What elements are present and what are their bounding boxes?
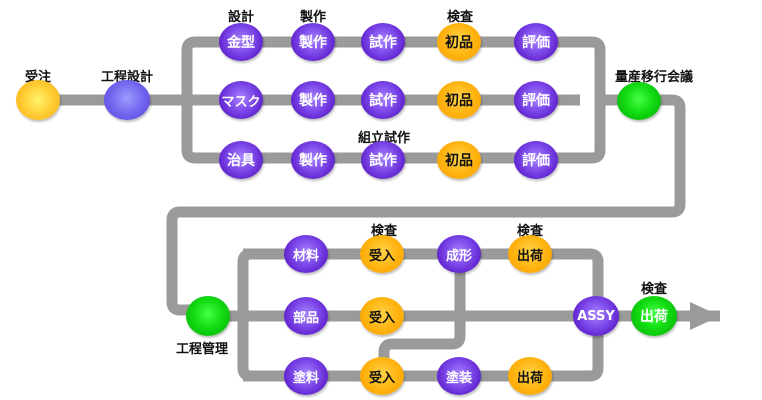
caption-design: 設計 (227, 10, 255, 25)
process-design-node[interactable] (104, 80, 150, 120)
process-management-label: 工程管理 (175, 342, 229, 357)
jig-node[interactable]: 治具 (219, 141, 263, 179)
process-design-label: 工程設計 (100, 70, 154, 85)
mask-first-article-node[interactable]: 初品 (437, 81, 481, 119)
parts-receiving-node[interactable]: 受入 (360, 297, 404, 335)
molding-node[interactable]: 成形 (437, 235, 481, 273)
mask-node[interactable]: マスク (219, 81, 263, 119)
mold-prototype-node[interactable]: 試作 (361, 23, 405, 61)
caption-fabrication: 製作 (299, 10, 327, 25)
mass-production-meeting-node[interactable] (617, 82, 661, 120)
caption-final-inspection: 検査 (640, 282, 668, 297)
jig-evaluation-node[interactable]: 評価 (514, 141, 558, 179)
mask-fabrication-node[interactable]: 製作 (291, 81, 335, 119)
caption-inspection-1: 検査 (446, 10, 474, 25)
painting-node[interactable]: 塗装 (437, 357, 481, 395)
paint-receiving-node[interactable]: 受入 (360, 357, 404, 395)
mold-first-article-node[interactable]: 初品 (437, 23, 481, 61)
caption-assembly-prototype: 組立試作 (357, 131, 411, 146)
mask-prototype-node[interactable]: 試作 (361, 81, 405, 119)
assembly-node[interactable]: ASSY (573, 296, 619, 336)
parts-node[interactable]: 部品 (284, 297, 328, 335)
final-shipping-node[interactable]: 出荷 (631, 296, 677, 336)
arrow-head (690, 302, 720, 330)
jig-fabrication-node[interactable]: 製作 (291, 141, 335, 179)
mask-evaluation-node[interactable]: 評価 (514, 81, 558, 119)
jig-first-article-node[interactable]: 初品 (437, 141, 481, 179)
mass-production-meeting-label: 量産移行会議 (614, 70, 694, 85)
order-node[interactable] (16, 80, 60, 120)
jig-prototype-node[interactable]: 試作 (361, 141, 405, 179)
mold-evaluation-node[interactable]: 評価 (514, 23, 558, 61)
pipe-lower-row3 (243, 316, 604, 382)
process-management-node[interactable] (186, 296, 230, 336)
material-node[interactable]: 材料 (284, 235, 328, 273)
pipe-molding-to-paint-intake (378, 254, 466, 376)
molding-shipping-node[interactable]: 出荷 (508, 235, 552, 273)
material-receiving-node[interactable]: 受入 (360, 235, 404, 273)
mold-fabrication-node[interactable]: 製作 (291, 23, 335, 61)
mold-node[interactable]: 金型 (219, 23, 263, 61)
pipe-lower-row1 (243, 248, 604, 316)
painting-shipping-node[interactable]: 出荷 (508, 357, 552, 395)
paint-node[interactable]: 塗料 (284, 357, 328, 395)
pipe-milestone-to-management (166, 94, 686, 316)
